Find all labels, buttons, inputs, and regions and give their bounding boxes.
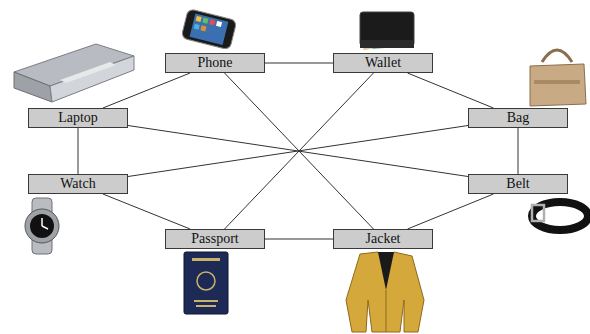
item-label: Bag <box>507 110 530 126</box>
connector-line <box>265 239 333 240</box>
item-label: Belt <box>506 176 529 192</box>
connector-line <box>103 73 190 108</box>
item-label: Passport <box>191 231 238 247</box>
item-box: Passport <box>165 229 265 249</box>
connector-line <box>265 63 333 64</box>
item-box: Watch <box>28 174 128 194</box>
item-label: Watch <box>60 176 95 192</box>
connector-line <box>78 128 79 174</box>
laptop-picture <box>14 44 134 102</box>
connector-line <box>518 128 519 174</box>
connector-line <box>225 73 374 229</box>
bag-picture <box>530 50 586 106</box>
item-label: Jacket <box>366 231 401 247</box>
belt-picture <box>532 202 588 230</box>
wallet-picture <box>360 12 414 50</box>
connector-line <box>103 194 190 229</box>
item-box: Phone <box>165 53 265 73</box>
item-box: Jacket <box>333 229 433 249</box>
watch-picture <box>25 198 59 254</box>
phone-picture <box>181 9 237 50</box>
item-label: Laptop <box>58 110 98 126</box>
item-box: Bag <box>468 108 568 128</box>
item-label: Phone <box>198 55 233 71</box>
item-box: Wallet <box>333 53 433 73</box>
jacket-picture <box>346 252 424 332</box>
connector-line <box>408 73 494 108</box>
connector-line <box>225 73 374 229</box>
item-label: Wallet <box>365 55 401 71</box>
item-box: Laptop <box>28 108 128 128</box>
connector-line <box>128 126 468 177</box>
item-box: Belt <box>468 174 568 194</box>
connector-line <box>408 194 494 229</box>
connector-line <box>128 126 468 177</box>
passport-picture <box>184 252 228 314</box>
